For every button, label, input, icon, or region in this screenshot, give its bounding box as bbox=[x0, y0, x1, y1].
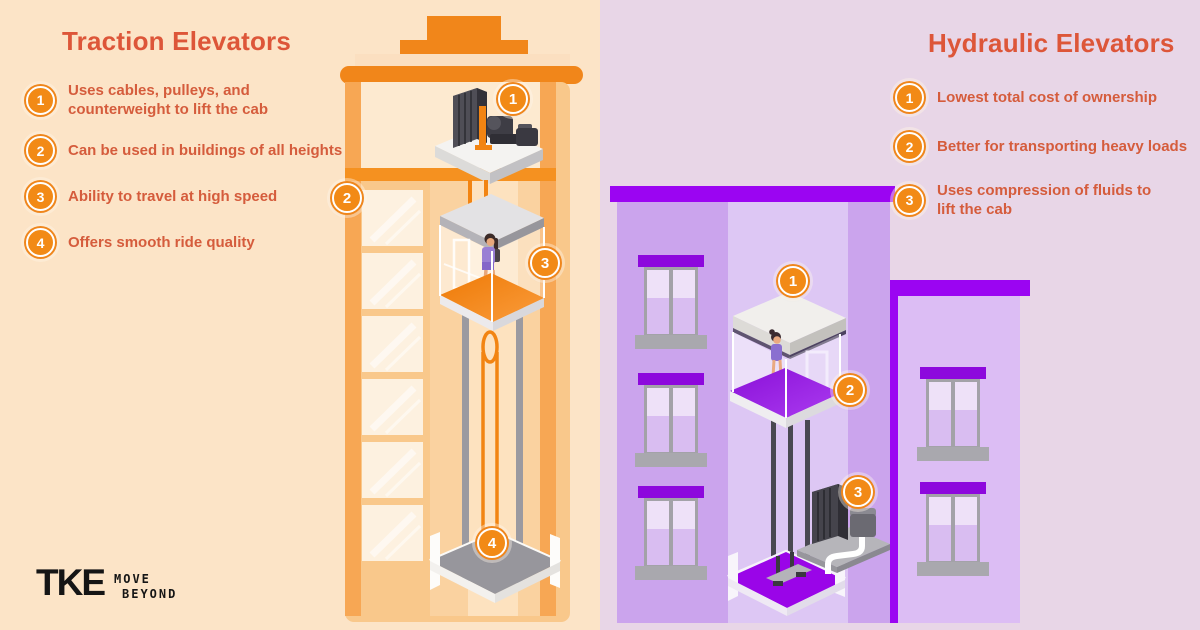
traction-diagram-badge-2: 2 bbox=[332, 183, 362, 213]
list-item: 2 Can be used in buildings of all height… bbox=[26, 136, 346, 166]
number-badge: 3 bbox=[895, 185, 924, 215]
hydraulic-jack-icon bbox=[766, 552, 812, 586]
traction-panel: Traction Elevators 1 Uses cables, pulley… bbox=[26, 26, 346, 274]
feature-text: Ability to travel at high speed bbox=[68, 188, 278, 206]
number-badge: 3 bbox=[26, 182, 55, 212]
number-badge: 1 bbox=[26, 85, 55, 115]
traction-feature-list: 1 Uses cables, pulleys, and counterweigh… bbox=[26, 81, 346, 258]
feature-text: Uses compression of fluids to lift the c… bbox=[937, 182, 1152, 219]
hydraulic-title: Hydraulic Elevators bbox=[928, 28, 1175, 58]
traction-elevator-illustration bbox=[340, 16, 583, 622]
pump-unit-icon bbox=[850, 508, 876, 537]
tke-logo: TKE bbox=[36, 562, 106, 603]
brand-tagline: MOVE BEYOND bbox=[114, 572, 177, 602]
number-badge: 2 bbox=[895, 132, 924, 161]
traction-title: Traction Elevators bbox=[62, 26, 292, 56]
tagline-line-2: BEYOND bbox=[122, 587, 178, 601]
hydraulic-panel: Hydraulic Elevators 1 Lowest total cost … bbox=[880, 28, 1190, 239]
number-badge: 2 bbox=[26, 136, 55, 166]
oil-pipe-icon bbox=[825, 534, 865, 574]
guide-rails bbox=[462, 300, 523, 585]
traction-diagram-badge-1: 1 bbox=[498, 84, 528, 114]
hydraulic-elevator-illustration bbox=[610, 186, 1030, 623]
list-item: 2 Better for transporting heavy loads bbox=[895, 132, 1190, 161]
feature-text: Offers smooth ride quality bbox=[68, 234, 255, 252]
tagline-line-1: MOVE bbox=[114, 572, 151, 586]
building-windows bbox=[635, 255, 707, 580]
piston-rods-icon bbox=[771, 416, 810, 602]
number-badge: 4 bbox=[26, 228, 55, 258]
feature-text: Uses cables, pulleys, and counterweight … bbox=[68, 82, 269, 119]
hydraulic-cab-icon bbox=[730, 292, 846, 428]
hydraulic-secondary-building bbox=[890, 280, 1030, 623]
traction-diagram-badge-4: 4 bbox=[477, 528, 507, 558]
elevator-pit-icon bbox=[429, 530, 561, 603]
hydraulic-feature-list: 1 Lowest total cost of ownership 2 Bette… bbox=[880, 83, 1190, 219]
elevator-cab-icon bbox=[439, 194, 545, 331]
traction-diagram-badge-3: 3 bbox=[530, 248, 560, 278]
control-cabinet-icon bbox=[812, 484, 848, 544]
hydraulic-diagram-badge-1: 1 bbox=[778, 266, 808, 296]
hydraulic-diagram-badge-2: 2 bbox=[835, 375, 865, 405]
feature-text: Better for transporting heavy loads bbox=[937, 137, 1188, 155]
list-item: 1 Lowest total cost of ownership bbox=[895, 83, 1190, 112]
machine-room-equipment-icon bbox=[453, 88, 538, 150]
feature-text: Can be used in buildings of all heights bbox=[68, 142, 343, 160]
list-item: 4 Offers smooth ride quality bbox=[26, 228, 346, 258]
list-item: 1 Uses cables, pulleys, and counterweigh… bbox=[26, 81, 346, 119]
list-item: 3 Uses compression of fluids to lift the… bbox=[895, 181, 1190, 219]
feature-text: Lowest total cost of ownership bbox=[937, 88, 1158, 106]
list-item: 3 Ability to travel at high speed bbox=[26, 182, 346, 212]
hydraulic-diagram-badge-3: 3 bbox=[843, 477, 873, 507]
pump-room-icon bbox=[797, 484, 890, 574]
number-badge: 1 bbox=[895, 83, 924, 112]
traction-roof bbox=[340, 16, 583, 84]
brand-block: TKE MOVE BEYOND bbox=[36, 564, 177, 602]
